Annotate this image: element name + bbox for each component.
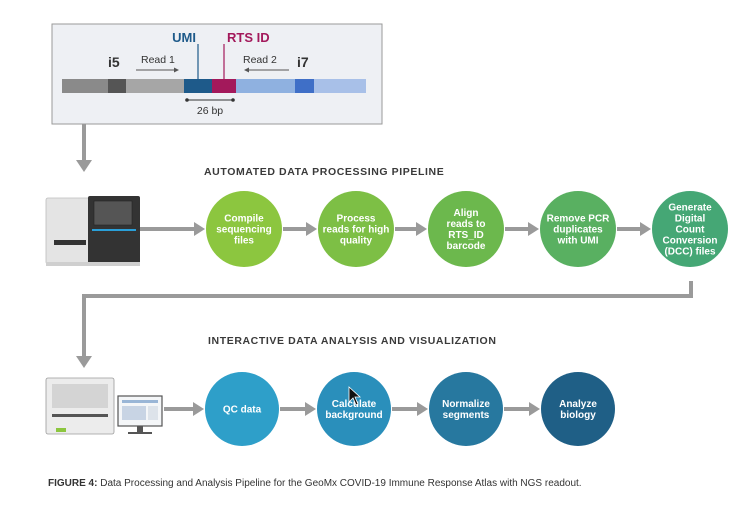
analysis-step-3 (429, 372, 503, 446)
analysis-arrow-head-0 (193, 402, 204, 416)
sequencer-instrument (45, 196, 140, 266)
pipeline-step-3-line-4: barcode (447, 241, 486, 252)
segment-i5 (108, 79, 126, 93)
pipeline-step-1-line-3: files (234, 236, 254, 247)
segment-read1 (126, 79, 184, 93)
read-structure-box (51, 23, 383, 125)
i5-label: i5 (108, 54, 120, 70)
segment-i7 (295, 79, 314, 93)
geomx-instrument-stripe (52, 414, 108, 417)
pipeline-step-3-line-2: reads to (447, 219, 486, 230)
pipeline-step-3-line-1: Align (454, 208, 479, 219)
pipeline-step-2-line-3: quality (340, 236, 373, 247)
segment-flank-right (314, 79, 366, 93)
read1-label: Read 1 (141, 54, 175, 66)
pipeline-step-5-line-3: Count (676, 225, 706, 236)
pipeline-arrow-head-4 (640, 222, 651, 236)
segment-umi (184, 79, 212, 93)
sequencer-slot (54, 240, 86, 245)
monitor-ui-side (148, 406, 158, 420)
analysis-title: INTERACTIVE DATA ANALYSIS AND VISUALIZAT… (208, 335, 497, 347)
pipeline-step-5 (652, 191, 728, 267)
pipeline-step-4 (540, 191, 616, 267)
read-structure-panel: UMI RTS ID i5 i7 Read 1 Read 2 26 bp (51, 23, 383, 125)
analysis-step-4-line-1: Analyze (559, 399, 597, 410)
connector-return (82, 281, 693, 358)
pipeline-arrow-head-3 (528, 222, 539, 236)
monitor-ui-line-1 (122, 400, 158, 403)
rts-id-label: RTS ID (227, 30, 270, 45)
umi-label: UMI (172, 30, 196, 45)
pipeline-step-1 (206, 191, 282, 267)
analysis-step-4 (541, 372, 615, 446)
pipeline-arrow-head-0 (194, 222, 205, 236)
sequencer-body-left (45, 197, 93, 265)
geomx-status-light (56, 428, 66, 432)
pipeline-arrow-head-1 (306, 222, 317, 236)
pipeline-step-4-line-2: duplicates (553, 225, 603, 236)
caption-text: Data Processing and Analysis Pipeline fo… (97, 478, 582, 489)
segment-flank-left (62, 79, 108, 93)
read2-label: Read 2 (243, 54, 277, 66)
analysis-step-3-line-1: Normalize (442, 399, 490, 410)
connector-return-head (76, 356, 92, 368)
analysis-step-1 (205, 372, 279, 446)
monitor-ui-panel (122, 406, 146, 420)
i7-label: i7 (297, 54, 309, 70)
bp-label: 26 bp (197, 105, 223, 117)
pipeline-step-4-line-3: with UMI (556, 236, 598, 247)
pipeline-step-2-line-1: Process (337, 214, 376, 225)
pipeline-arrow-head-2 (416, 222, 427, 236)
analysis-step-1-line-1: QC data (223, 405, 262, 416)
analysis-step-2-line-2: background (325, 410, 382, 421)
sequencer-base (46, 262, 140, 266)
analysis-step-2-line-1: Calculate (332, 399, 377, 410)
analysis-arrow-head-3 (529, 402, 540, 416)
analysis-arrow-head-2 (417, 402, 428, 416)
monitor-foot (128, 432, 152, 434)
pipeline-step-5-line-1: Generate (668, 203, 712, 214)
bp-bracket-dot-left (185, 98, 189, 102)
analysis-step-2 (317, 372, 391, 446)
pipeline-step-1-line-2: sequencing (216, 225, 272, 236)
analysis-arrow-head-1 (305, 402, 316, 416)
analysis-step-4-line-2: biology (560, 410, 596, 421)
pipeline-step-5-line-4: Conversion (662, 236, 717, 247)
pipeline-step-2-line-2: reads for high (323, 225, 390, 236)
caption-label: FIGURE 4: (48, 478, 98, 489)
pipeline-step-4-line-1: Remove PCR (547, 214, 611, 225)
pipeline-step-3 (428, 191, 504, 267)
bp-bracket-dot-right (231, 98, 235, 102)
analysis-step-3-line-2: segments (443, 410, 490, 421)
pipeline-step-1-line-1: Compile (224, 214, 264, 225)
pipeline-step-3-line-3: RTS_ID (448, 230, 484, 241)
segment-read2 (236, 79, 295, 93)
figure-caption: FIGURE 4: Data Processing and Analysis P… (48, 478, 582, 489)
sequencer-screen (93, 200, 133, 226)
monitor-stand (137, 426, 143, 432)
sequencer-light-bar (92, 229, 136, 231)
analysis-instrument (45, 377, 163, 435)
pipeline-title: AUTOMATED DATA PROCESSING PIPELINE (204, 166, 444, 178)
mouse-cursor (348, 386, 362, 406)
pipeline-step-5-line-5: (DCC) files (664, 247, 716, 258)
segment-rts-id (212, 79, 236, 93)
connector-box-down-head (76, 160, 92, 172)
pipeline-step-2 (318, 191, 394, 267)
pipeline-step-5-line-2: Digital (675, 214, 706, 225)
geomx-instrument-window (52, 384, 108, 408)
